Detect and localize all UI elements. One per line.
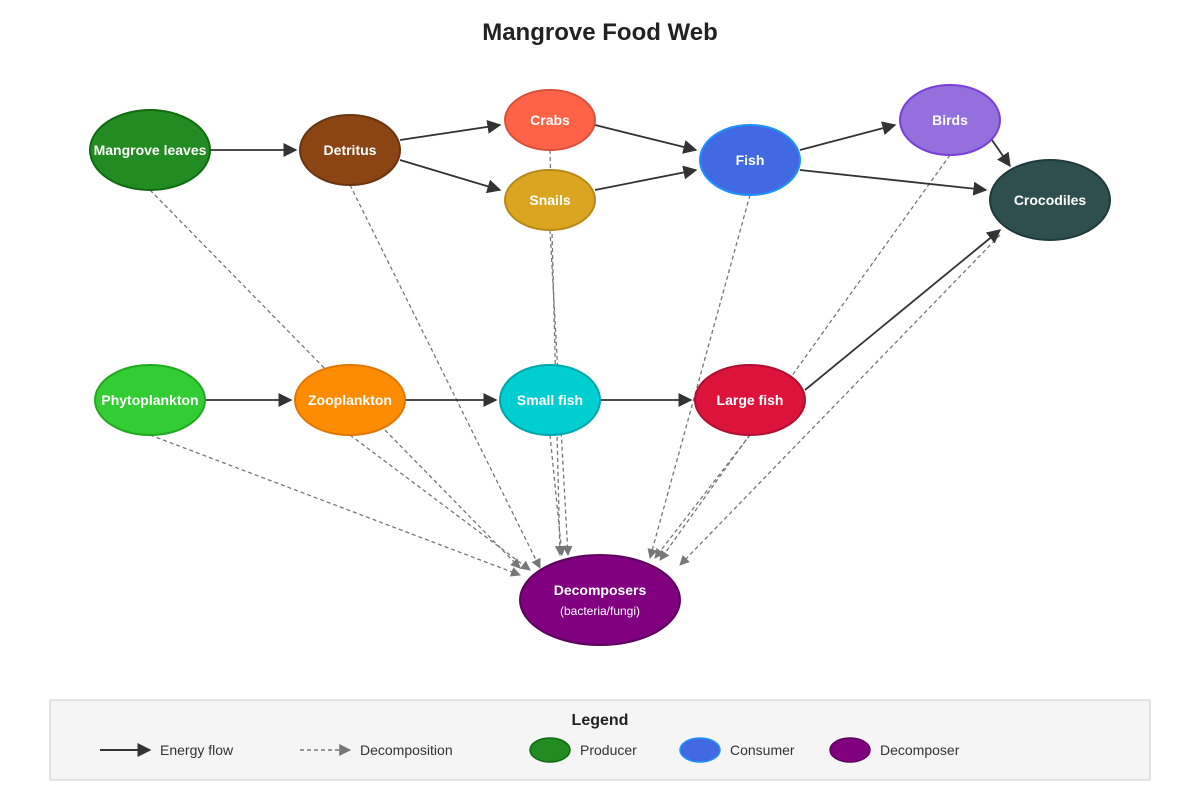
node-snails: Snails	[504, 169, 596, 231]
node-phyto: Phytoplankton	[94, 364, 206, 436]
energy-edge-crabs-to-fish	[594, 124, 698, 154]
node-phyto-shape	[94, 364, 206, 436]
node-crabs-shape	[504, 89, 596, 151]
node-birds: Birds	[899, 84, 1001, 156]
node-zoo: Zooplankton	[294, 364, 406, 436]
node-smallfish: Small fish	[499, 364, 601, 436]
node-snails-shape	[504, 169, 596, 231]
node-crabs: Crabs	[504, 89, 596, 151]
legend-consumer-label: Consumer	[730, 742, 795, 758]
decomposition-edge-smallfish	[549, 434, 567, 556]
energy-edge-detritus-to-crabs	[399, 119, 502, 141]
node-fish-label: Fish	[736, 152, 765, 168]
node-largefish-shape	[694, 364, 806, 436]
node-decomposers-label: Decomposers	[554, 582, 647, 598]
node-birds-shape	[899, 84, 1001, 156]
node-crabs-label: Crabs	[530, 112, 570, 128]
node-smallfish-label: Small fish	[517, 392, 583, 408]
node-mangrove: Mangrove leaves	[89, 109, 211, 191]
energy-edge-fish-to-crocodiles	[799, 169, 988, 196]
node-decomposers-sublabel: (bacteria/fungi)	[560, 604, 640, 618]
node-detritus-shape	[299, 114, 401, 186]
node-crocodiles-shape	[989, 159, 1111, 241]
legend-decomposition-label: Decomposition	[360, 742, 453, 758]
node-smallfish-shape	[499, 364, 601, 436]
decomposition-edge-crabs	[549, 149, 565, 556]
energy-edge-snails-to-fish	[594, 165, 698, 191]
diagram-title: Mangrove Food Web	[482, 19, 718, 46]
legend-title: Legend	[572, 712, 629, 729]
node-crocodiles-label: Crocodiles	[1014, 192, 1087, 208]
node-fish-shape	[699, 124, 801, 196]
node-decomposers-shape	[519, 554, 681, 646]
node-crocodiles: Crocodiles	[989, 159, 1111, 241]
decomposition-edge-birds	[659, 154, 951, 561]
legend-decomposer-label: Decomposer	[880, 742, 960, 758]
energy-edge-largefish-to-crocodiles	[804, 229, 1002, 391]
energy-flow-edges	[205, 119, 1011, 407]
energy-edge-detritus-to-snails	[399, 159, 502, 194]
node-largefish: Large fish	[694, 364, 806, 436]
decomposition-edge-phyto	[149, 434, 521, 577]
node-phyto-label: Phytoplankton	[101, 392, 198, 408]
legend-decomposer-swatch	[829, 737, 871, 763]
legend: Legend Energy flow Decomposition Produce…	[49, 699, 1151, 781]
node-decomposers: Decomposers (bacteria/fungi)	[519, 554, 681, 646]
decomposition-edge-largefish	[654, 434, 751, 559]
decomposition-edge-zoo	[349, 434, 531, 571]
node-largefish-label: Large fish	[717, 392, 784, 408]
legend-energy-flow-label: Energy flow	[160, 742, 234, 758]
node-mangrove-label: Mangrove leaves	[94, 142, 207, 158]
node-mangrove-shape	[89, 109, 211, 191]
legend-producer-label: Producer	[580, 742, 637, 758]
legend-producer-swatch	[529, 737, 571, 763]
node-zoo-shape	[294, 364, 406, 436]
node-zoo-label: Zooplankton	[308, 392, 392, 408]
decomposition-edge-detritus	[349, 184, 541, 569]
node-snails-label: Snails	[529, 192, 570, 208]
node-fish: Fish	[699, 124, 801, 196]
legend-box	[49, 699, 1151, 781]
energy-edge-fish-to-birds	[799, 121, 897, 151]
node-detritus-label: Detritus	[324, 142, 377, 158]
legend-consumer-swatch	[679, 737, 721, 763]
node-birds-label: Birds	[932, 112, 968, 128]
node-detritus: Detritus	[299, 114, 401, 186]
